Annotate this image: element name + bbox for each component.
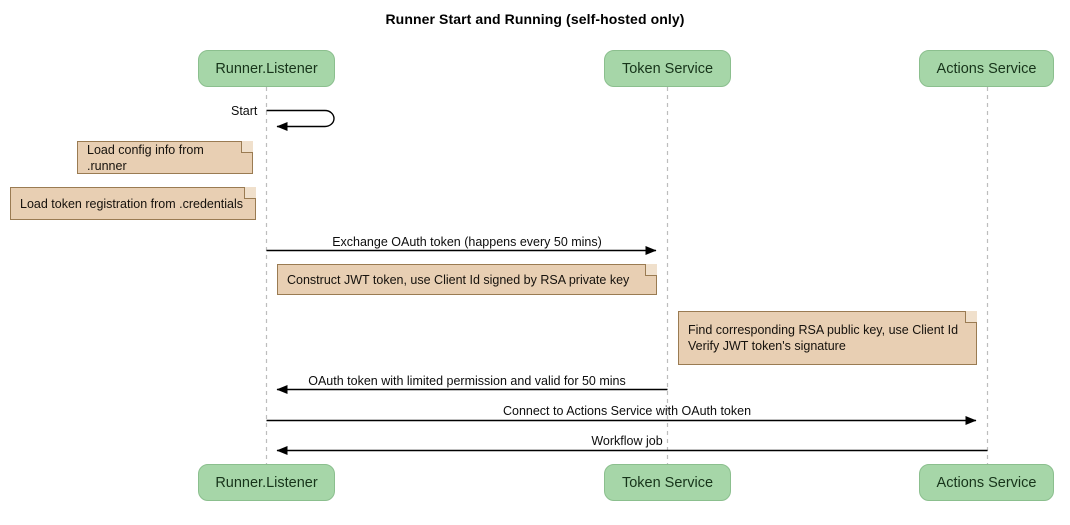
participant-header-runner[interactable]: Runner.Listener <box>198 50 335 87</box>
note-text: Construct JWT token, use Client Id signe… <box>287 272 630 287</box>
participant-label: Runner.Listener <box>215 60 318 77</box>
participant-label: Runner.Listener <box>215 474 318 491</box>
participant-label: Actions Service <box>936 474 1037 491</box>
note-fold-corner-icon <box>645 264 657 276</box>
message-label-start: Start <box>231 104 258 118</box>
lifelines <box>265 87 989 464</box>
note-text: Load token registration from .credential… <box>20 196 244 211</box>
note-fold-corner-icon <box>241 141 253 153</box>
note-fold-corner-icon <box>965 311 977 323</box>
note-load-token-registration: Load token registration from .credential… <box>10 187 256 220</box>
message-label-connect-to-actions-service: Connect to Actions Service with OAuth to… <box>502 404 752 418</box>
note-text: Find corresponding RSA public key, use C… <box>688 323 959 353</box>
message-label-workflow-job: Workflow job <box>591 434 663 448</box>
self-message-start-arrow <box>266 109 335 131</box>
message-label-exchange-oauth-token: Exchange OAuth token (happens every 50 m… <box>332 235 602 249</box>
self-message-start <box>266 109 335 131</box>
participant-label: Actions Service <box>936 60 1037 77</box>
participant-label: Token Service <box>621 474 714 491</box>
participant-label: Token Service <box>621 60 714 77</box>
participant-header-actions[interactable]: Actions Service <box>919 50 1054 87</box>
participant-footer-runner[interactable]: Runner.Listener <box>198 464 335 501</box>
participant-header-token[interactable]: Token Service <box>604 50 731 87</box>
participant-footer-token[interactable]: Token Service <box>604 464 731 501</box>
note-construct-jwt-token: Construct JWT token, use Client Id signe… <box>277 264 657 295</box>
note-text: Load config info from .runner <box>87 142 204 173</box>
note-verify-jwt-token: Find corresponding RSA public key, use C… <box>678 311 977 365</box>
page-title: Runner Start and Running (self-hosted on… <box>385 11 685 27</box>
participant-footer-actions[interactable]: Actions Service <box>919 464 1054 501</box>
message-label-oauth-token-response: OAuth token with limited permission and … <box>308 374 626 388</box>
note-load-config: Load config info from .runner <box>77 141 253 174</box>
note-fold-corner-icon <box>244 187 256 199</box>
